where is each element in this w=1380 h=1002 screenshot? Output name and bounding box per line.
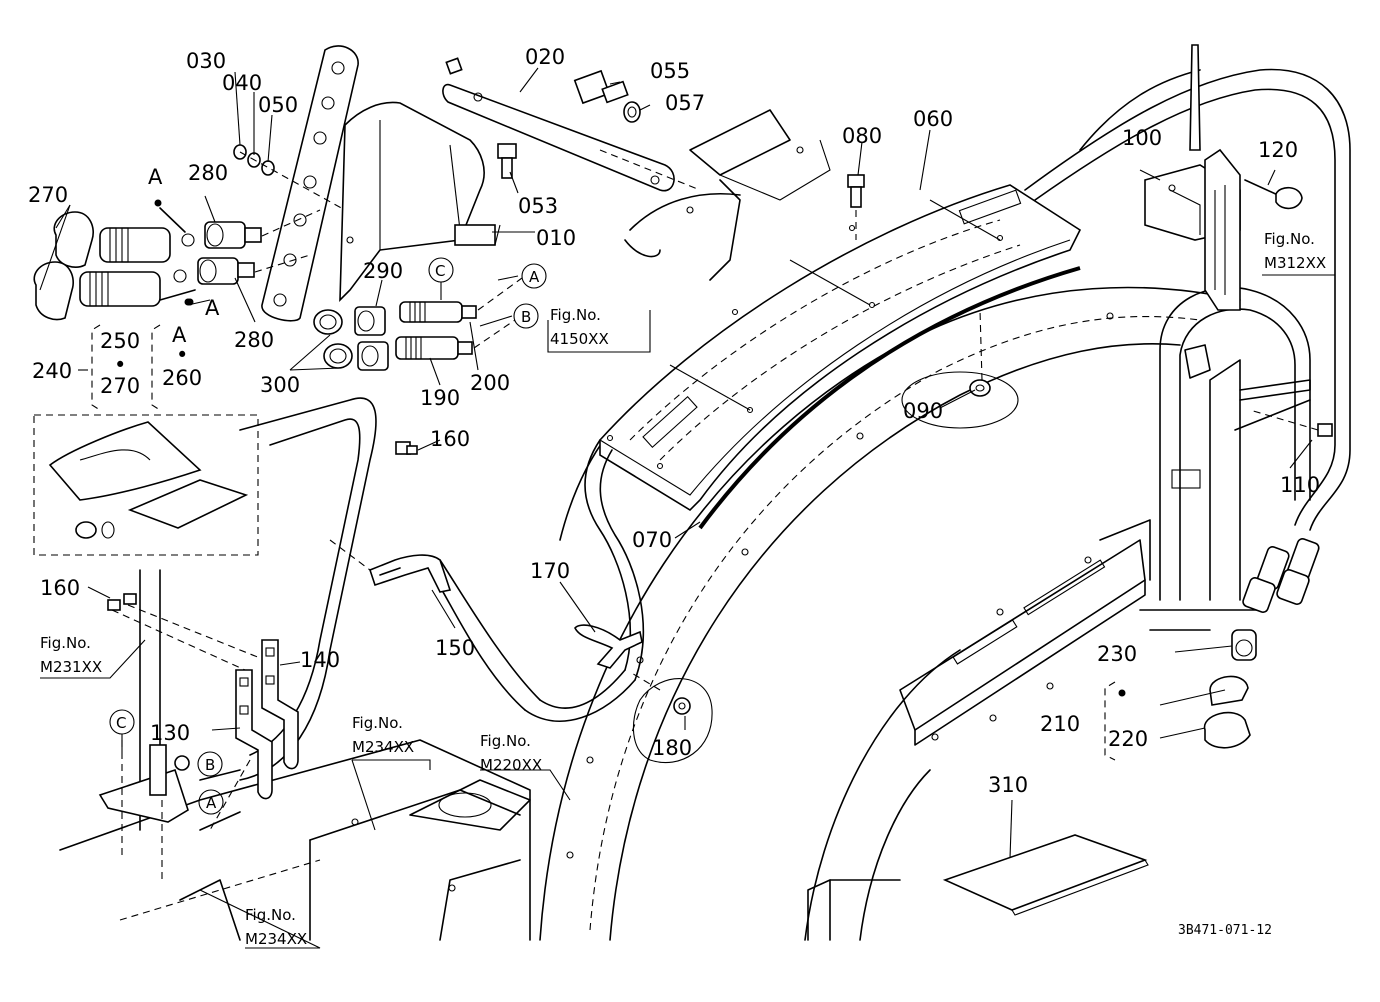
manual-310 xyxy=(942,834,1149,916)
part-010-label: 010 xyxy=(536,226,576,250)
letter-markers: A A A • • C A B C B A xyxy=(114,165,540,812)
part-020-label: 020 xyxy=(525,45,565,69)
part-280-top-label: 280 xyxy=(188,161,228,185)
rubber-strip-070 xyxy=(698,266,1081,530)
kit-box xyxy=(33,414,259,556)
part-090-label: 090 xyxy=(903,399,943,423)
part-030-label: 030 xyxy=(186,49,226,73)
ref-m234xx-bottom-line2: M234XX xyxy=(245,930,307,948)
ref-m234xx-bottom-line1: Fig.No. xyxy=(245,906,296,924)
fender-panel xyxy=(539,286,1241,941)
marker-a-bracket: A xyxy=(172,323,187,347)
bolt-053 xyxy=(497,143,517,179)
part-060-label: 060 xyxy=(913,107,953,131)
hose-clamp-150 xyxy=(329,539,452,593)
part-070-label: 070 xyxy=(632,528,672,552)
ref-m231xx-line1: Fig.No. xyxy=(40,634,91,652)
ref-m234xx-mid-line2: M234XX xyxy=(352,738,414,756)
drawing-code: 3B471-071-12 xyxy=(1178,923,1272,938)
part-210-label: 210 xyxy=(1040,712,1080,736)
part-130-label: 130 xyxy=(150,721,190,745)
part-120-label: 120 xyxy=(1258,138,1298,162)
figure-references: Fig.No. 4150XX Fig.No. M312XX Fig.No. M2… xyxy=(40,230,1326,948)
ref-4150xx-line2: 4150XX xyxy=(550,330,609,348)
stay-020 xyxy=(442,57,701,192)
adapter-assembly-center xyxy=(313,277,523,371)
coupler-assembly-left xyxy=(33,199,321,321)
leader-lines xyxy=(39,67,1335,949)
part-240-label: 240 xyxy=(32,359,72,383)
bolts-160-left xyxy=(107,593,266,671)
marker-b-circle: B xyxy=(521,308,531,326)
part-170-label: 170 xyxy=(530,559,570,583)
clamp-assembly xyxy=(209,639,299,831)
part-053-label: 053 xyxy=(518,194,558,218)
bolt-080 xyxy=(847,174,865,240)
part-250-label: 250 xyxy=(100,329,140,353)
base-bracket xyxy=(98,740,241,880)
coupler-assembly-right xyxy=(1203,538,1320,749)
part-050-label: 050 xyxy=(258,93,298,117)
bolt-055 xyxy=(573,69,629,105)
washer-057 xyxy=(623,101,641,123)
part-290-label: 290 xyxy=(363,259,403,283)
fender-cover-060 xyxy=(599,184,1082,512)
mounting-rail xyxy=(899,519,1151,746)
part-260-label: 260 xyxy=(162,366,202,390)
ref-m220xx-line2: M220XX xyxy=(480,756,542,774)
washers-030-040-050 xyxy=(233,144,346,211)
marker-a-mid: A xyxy=(205,296,220,320)
part-040-label: 040 xyxy=(222,71,262,95)
ref-m231xx-line2: M231XX xyxy=(40,658,102,676)
part-270-top-label: 270 xyxy=(28,183,68,207)
hose-clamp-170 xyxy=(574,624,643,669)
lever-assembly xyxy=(1144,44,1303,311)
part-300-label: 300 xyxy=(260,373,300,397)
part-160-top-label: 160 xyxy=(430,427,470,451)
marker-a-top: A xyxy=(148,165,163,189)
part-180-label: 180 xyxy=(652,736,692,760)
seat-bracket xyxy=(624,109,831,281)
part-160-left-label: 160 xyxy=(40,576,80,600)
nut-180-group xyxy=(629,671,713,764)
bracket-plate-010 xyxy=(261,45,501,322)
ref-m234xx-mid-line1: Fig.No. xyxy=(352,714,403,732)
part-310-label: 310 xyxy=(988,773,1028,797)
marker-c-circle: C xyxy=(435,262,445,280)
nut-090-group xyxy=(901,309,1019,429)
part-150-label: 150 xyxy=(435,636,475,660)
part-280-bottom-label: 280 xyxy=(234,328,274,352)
marker-c-circle-left: C xyxy=(116,714,126,732)
part-190-label: 190 xyxy=(420,386,460,410)
ref-m220xx-line1: Fig.No. xyxy=(480,732,531,750)
ref-m312xx-line1: Fig.No. xyxy=(1264,230,1315,248)
part-057-label: 057 xyxy=(665,91,705,115)
ref-4150xx-line1: Fig.No. xyxy=(550,306,601,324)
part-055-label: 055 xyxy=(650,59,690,83)
part-200-label: 200 xyxy=(470,371,510,395)
part-270-mid-label: 270 xyxy=(100,374,140,398)
marker-a-circle-left: A xyxy=(206,794,217,812)
part-140-label: 140 xyxy=(300,648,340,672)
step-frame xyxy=(59,739,901,941)
group-brackets xyxy=(78,324,1116,761)
bolt-110 xyxy=(1249,409,1333,437)
part-110-label: 110 xyxy=(1280,473,1320,497)
circle-markers xyxy=(109,257,547,815)
marker-a-circle: A xyxy=(529,268,540,286)
part-230-label: 230 xyxy=(1097,642,1137,666)
part-220-label: 220 xyxy=(1108,727,1148,751)
part-100-label: 100 xyxy=(1122,126,1162,150)
bolt-160-top xyxy=(395,441,418,455)
bullet-260: • xyxy=(176,343,188,367)
bullet-250: • xyxy=(114,353,126,377)
rops-frame xyxy=(1139,286,1311,631)
ref-m312xx-line2: M312XX xyxy=(1264,254,1326,272)
part-080-label: 080 xyxy=(842,124,882,148)
marker-b-circle-left: B xyxy=(205,756,215,774)
part-labels: 030 040 050 020 055 057 080 060 100 120 … xyxy=(28,45,1320,797)
